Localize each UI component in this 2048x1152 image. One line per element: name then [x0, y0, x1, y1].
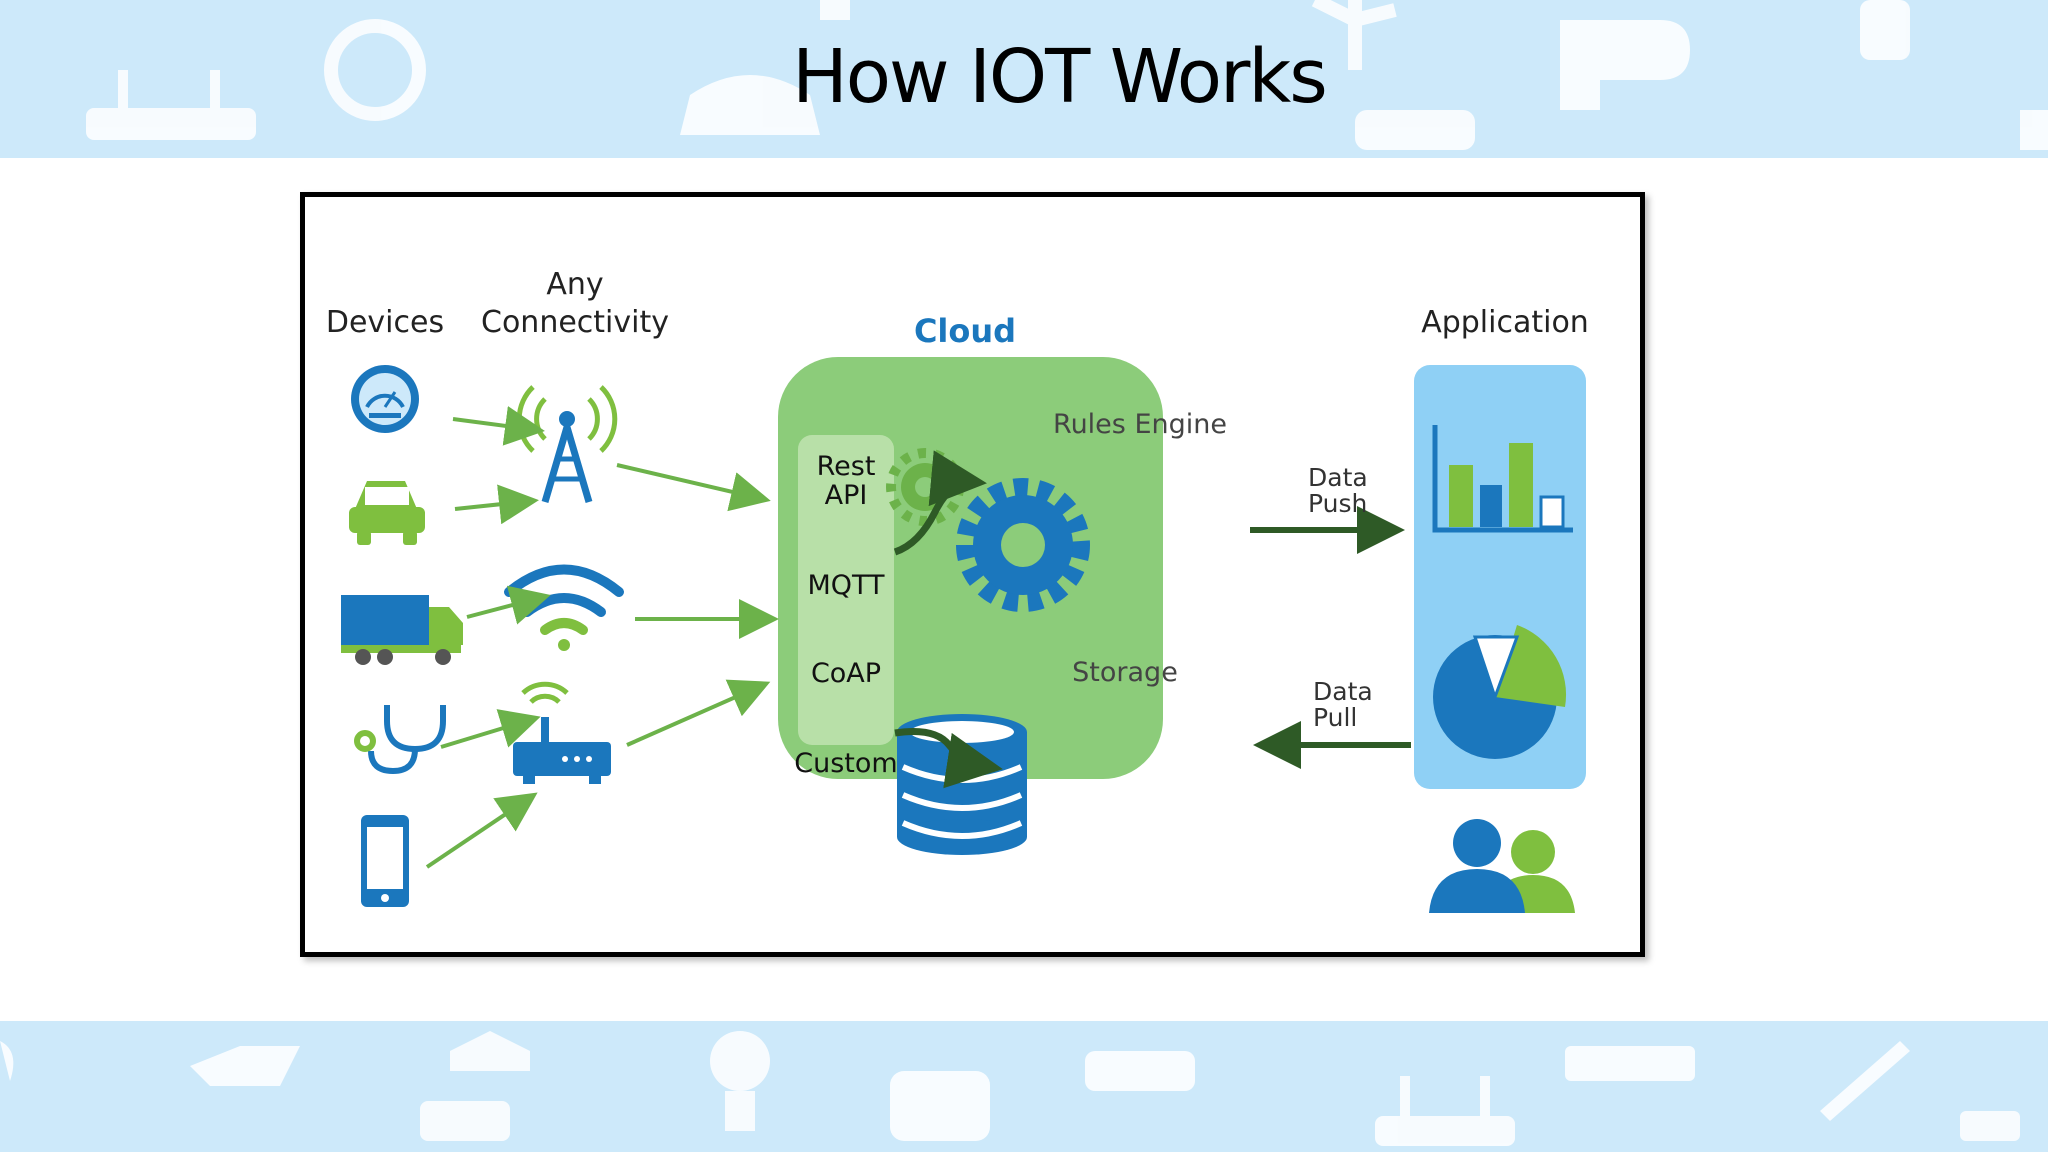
application-heading: Application — [1421, 305, 1589, 340]
page-title: How IOT Works — [792, 34, 1328, 120]
microscope-decor-icon — [1960, 1111, 2020, 1141]
header-decor-icons — [86, 0, 2048, 150]
gauge-icon — [351, 365, 419, 433]
gamepad-decor-icon — [680, 75, 820, 135]
protocol-rest-line1: Rest — [816, 451, 876, 482]
bar-chart-icon — [1432, 425, 1573, 533]
cloud-heading: Cloud — [913, 312, 1017, 350]
rules-arrow — [893, 450, 987, 556]
device-arrows — [425, 406, 551, 869]
database-icon — [897, 714, 1027, 855]
protocol-rest-line2: API — [824, 480, 868, 511]
protocol-panel — [798, 435, 894, 745]
router-decor-icon — [1375, 1116, 1515, 1146]
protocol-mqtt: MQTT — [807, 570, 885, 601]
medkit-decor-icon — [890, 1071, 990, 1141]
decor-shape — [0, 1041, 14, 1081]
storage-label: Storage — [1072, 657, 1178, 688]
decor-shape — [820, 0, 850, 20]
tractor-decor-icon — [1355, 110, 1475, 150]
traffic-light-decor-icon — [1860, 0, 1910, 60]
iot-diagram: Devices Any Connectivity Cloud Applicati… — [300, 192, 1645, 957]
stethoscope-icon — [354, 705, 446, 775]
pie-chart-icon — [1433, 625, 1567, 759]
header-band — [0, 0, 2048, 158]
truck-icon — [341, 595, 463, 665]
cell-tower-icon — [516, 385, 618, 503]
parking-decor-icon — [1560, 20, 1690, 110]
oil-pump-decor-icon — [450, 1031, 530, 1071]
wind-turbine-decor-icon — [1311, 0, 1397, 70]
router-decor-icon — [86, 108, 256, 140]
protocol-custom: Custom — [794, 748, 898, 779]
syringe-decor-icon — [1820, 1041, 1910, 1121]
smartphone-icon — [361, 815, 409, 907]
bulb-decor-icon — [710, 1031, 770, 1091]
devices-heading: Devices — [325, 305, 445, 340]
camera-decor-icon — [1085, 1051, 1195, 1091]
connectivity-arrows — [616, 463, 779, 747]
gear-large-icon — [956, 478, 1090, 612]
data-pull-label-line1: Data — [1313, 677, 1373, 706]
storage-arrow — [894, 728, 1003, 789]
rules-engine-label: Rules Engine — [1053, 409, 1227, 440]
headset-decor-icon — [324, 19, 426, 121]
router-icon — [513, 681, 611, 784]
data-push-label-line2: Push — [1308, 489, 1368, 518]
data-push-label-line1: Data — [1308, 463, 1368, 492]
airplane-decor-icon — [190, 1046, 300, 1086]
footer-band — [0, 1021, 2048, 1152]
decor-shape — [2020, 110, 2048, 150]
wifi-icon — [504, 564, 624, 651]
connectivity-heading-line1: Any — [546, 267, 604, 302]
connectivity-heading-line2: Connectivity — [481, 305, 669, 340]
ambulance-decor-icon — [420, 1101, 510, 1141]
data-pull-label-line2: Pull — [1313, 703, 1358, 732]
car-icon — [349, 481, 425, 545]
protocol-coap: CoAP — [810, 658, 882, 689]
diagram-graphics — [341, 357, 1586, 913]
users-icon — [1429, 819, 1575, 913]
truck-decor-icon — [1565, 1046, 1695, 1081]
footer-decor-icons — [0, 1031, 2020, 1146]
